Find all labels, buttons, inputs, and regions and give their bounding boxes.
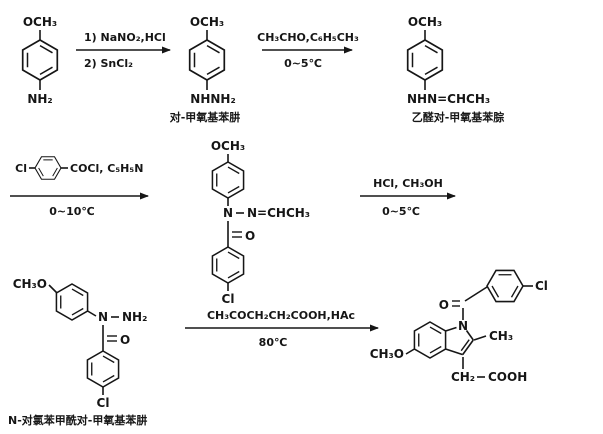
benzene-ring [406,39,444,81]
methoxy-label: OCH₃ [408,15,442,29]
compound-name: 乙醛对-甲氧基苯腙 [412,110,505,124]
amine-label: NH₂ [27,92,52,106]
temperature-label: 0~5℃ [284,57,322,70]
methoxy-label: OCH₃ [211,139,245,153]
bond [87,310,97,317]
benzene-ring [486,269,524,303]
compound-acylhydrazone: OCH₃ N N=CHCH₃ O Cl [211,139,310,306]
compound-p-methoxyphenylhydrazine: OCH₃ NHNH₂ 对-甲氧基苯肼 [170,15,241,124]
methylene-label: CH₂ [451,370,475,384]
imine-group-label: N=CHCH₃ [247,206,310,220]
bond [464,286,488,302]
step-3: Cl COCl, C₅H₅N 0~10℃ [10,156,149,218]
step-1: 1) NaNO₂,HCl 2) SnCl₂ [76,31,171,70]
methyl-label: CH₃ [489,329,513,343]
benzene-ring [413,321,447,359]
step-4: HCl, CH₃OH 0~5℃ [360,177,456,218]
bond [473,335,487,341]
chloro-label: Cl [535,279,548,293]
chloro-label: Cl [15,162,27,175]
benzene-ring [211,246,245,284]
chloro-label: Cl [97,396,110,410]
temperature-label: 0~10℃ [49,205,95,218]
methoxy-label: CH₃O [13,277,47,291]
methoxy-label: OCH₃ [23,15,57,29]
reagent-above-label: 1) NaNO₂,HCl [84,31,166,44]
hydrazone-group-label: NHN=CHCH₃ [407,92,490,106]
compound-name: N-对氯苯甲酰对-甲氧基苯肼 [8,413,147,427]
reagent-above-label: HCl, CH₃OH [373,177,443,190]
temperature-label: 0~5℃ [382,205,420,218]
bond [405,348,415,355]
reagent-above-label: CH₃COCH₂CH₂COOH,HAc [207,309,355,322]
nitrogen-label: N [223,206,233,220]
benzene-ring [86,350,120,388]
carbonyl-oxygen-label: O [439,298,449,312]
chloro-label: Cl [222,292,235,306]
benzene-ring [211,161,245,199]
compound-p-anisidine: OCH₃ NH₂ [21,15,59,106]
ring-double-bond [460,339,470,352]
compound-name: 对-甲氧基苯肼 [170,110,241,124]
benzene-ring [34,156,62,180]
bond [462,339,474,356]
benzene-ring [21,39,59,81]
benzene-ring [55,283,89,321]
compound-indomethacin: N O Cl CH₃ CH₂ COOH CH₃O [370,269,548,384]
methoxy-label: CH₃O [370,347,404,361]
methoxy-label: OCH₃ [190,15,224,29]
bond [465,330,474,341]
reagent-above-label: CH₃CHO,C₆H₅CH₃ [257,31,359,44]
nitrogen-label: N [458,319,468,333]
reagent-below-label: 2) SnCl₂ [84,57,133,70]
bond [48,284,58,294]
compound-acylhydrazine: CH₃O N NH₂ O Cl N-对氯苯甲酰对-甲氧基苯肼 [8,277,147,427]
step-5: CH₃COCH₂CH₂COOH,HAc 80℃ [185,309,379,349]
benzene-ring [188,39,226,81]
bond [445,326,457,332]
amine-label: NH₂ [122,310,147,324]
temperature-label: 80℃ [259,336,288,349]
carbonyl-oxygen-label: O [120,333,130,347]
bond [445,348,463,356]
hydrazine-group-label: NHNH₂ [190,92,235,106]
carbonyl-oxygen-label: O [245,229,255,243]
carboxyl-label: COOH [488,370,527,384]
reagent-above-label: COCl, C₅H₅N [70,162,143,175]
nitrogen-label: N [98,310,108,324]
compound-hydrazone: OCH₃ NHN=CHCH₃ 乙醛对-甲氧基苯腙 [406,15,505,124]
step-2: CH₃CHO,C₆H₅CH₃ 0~5℃ [257,31,359,70]
